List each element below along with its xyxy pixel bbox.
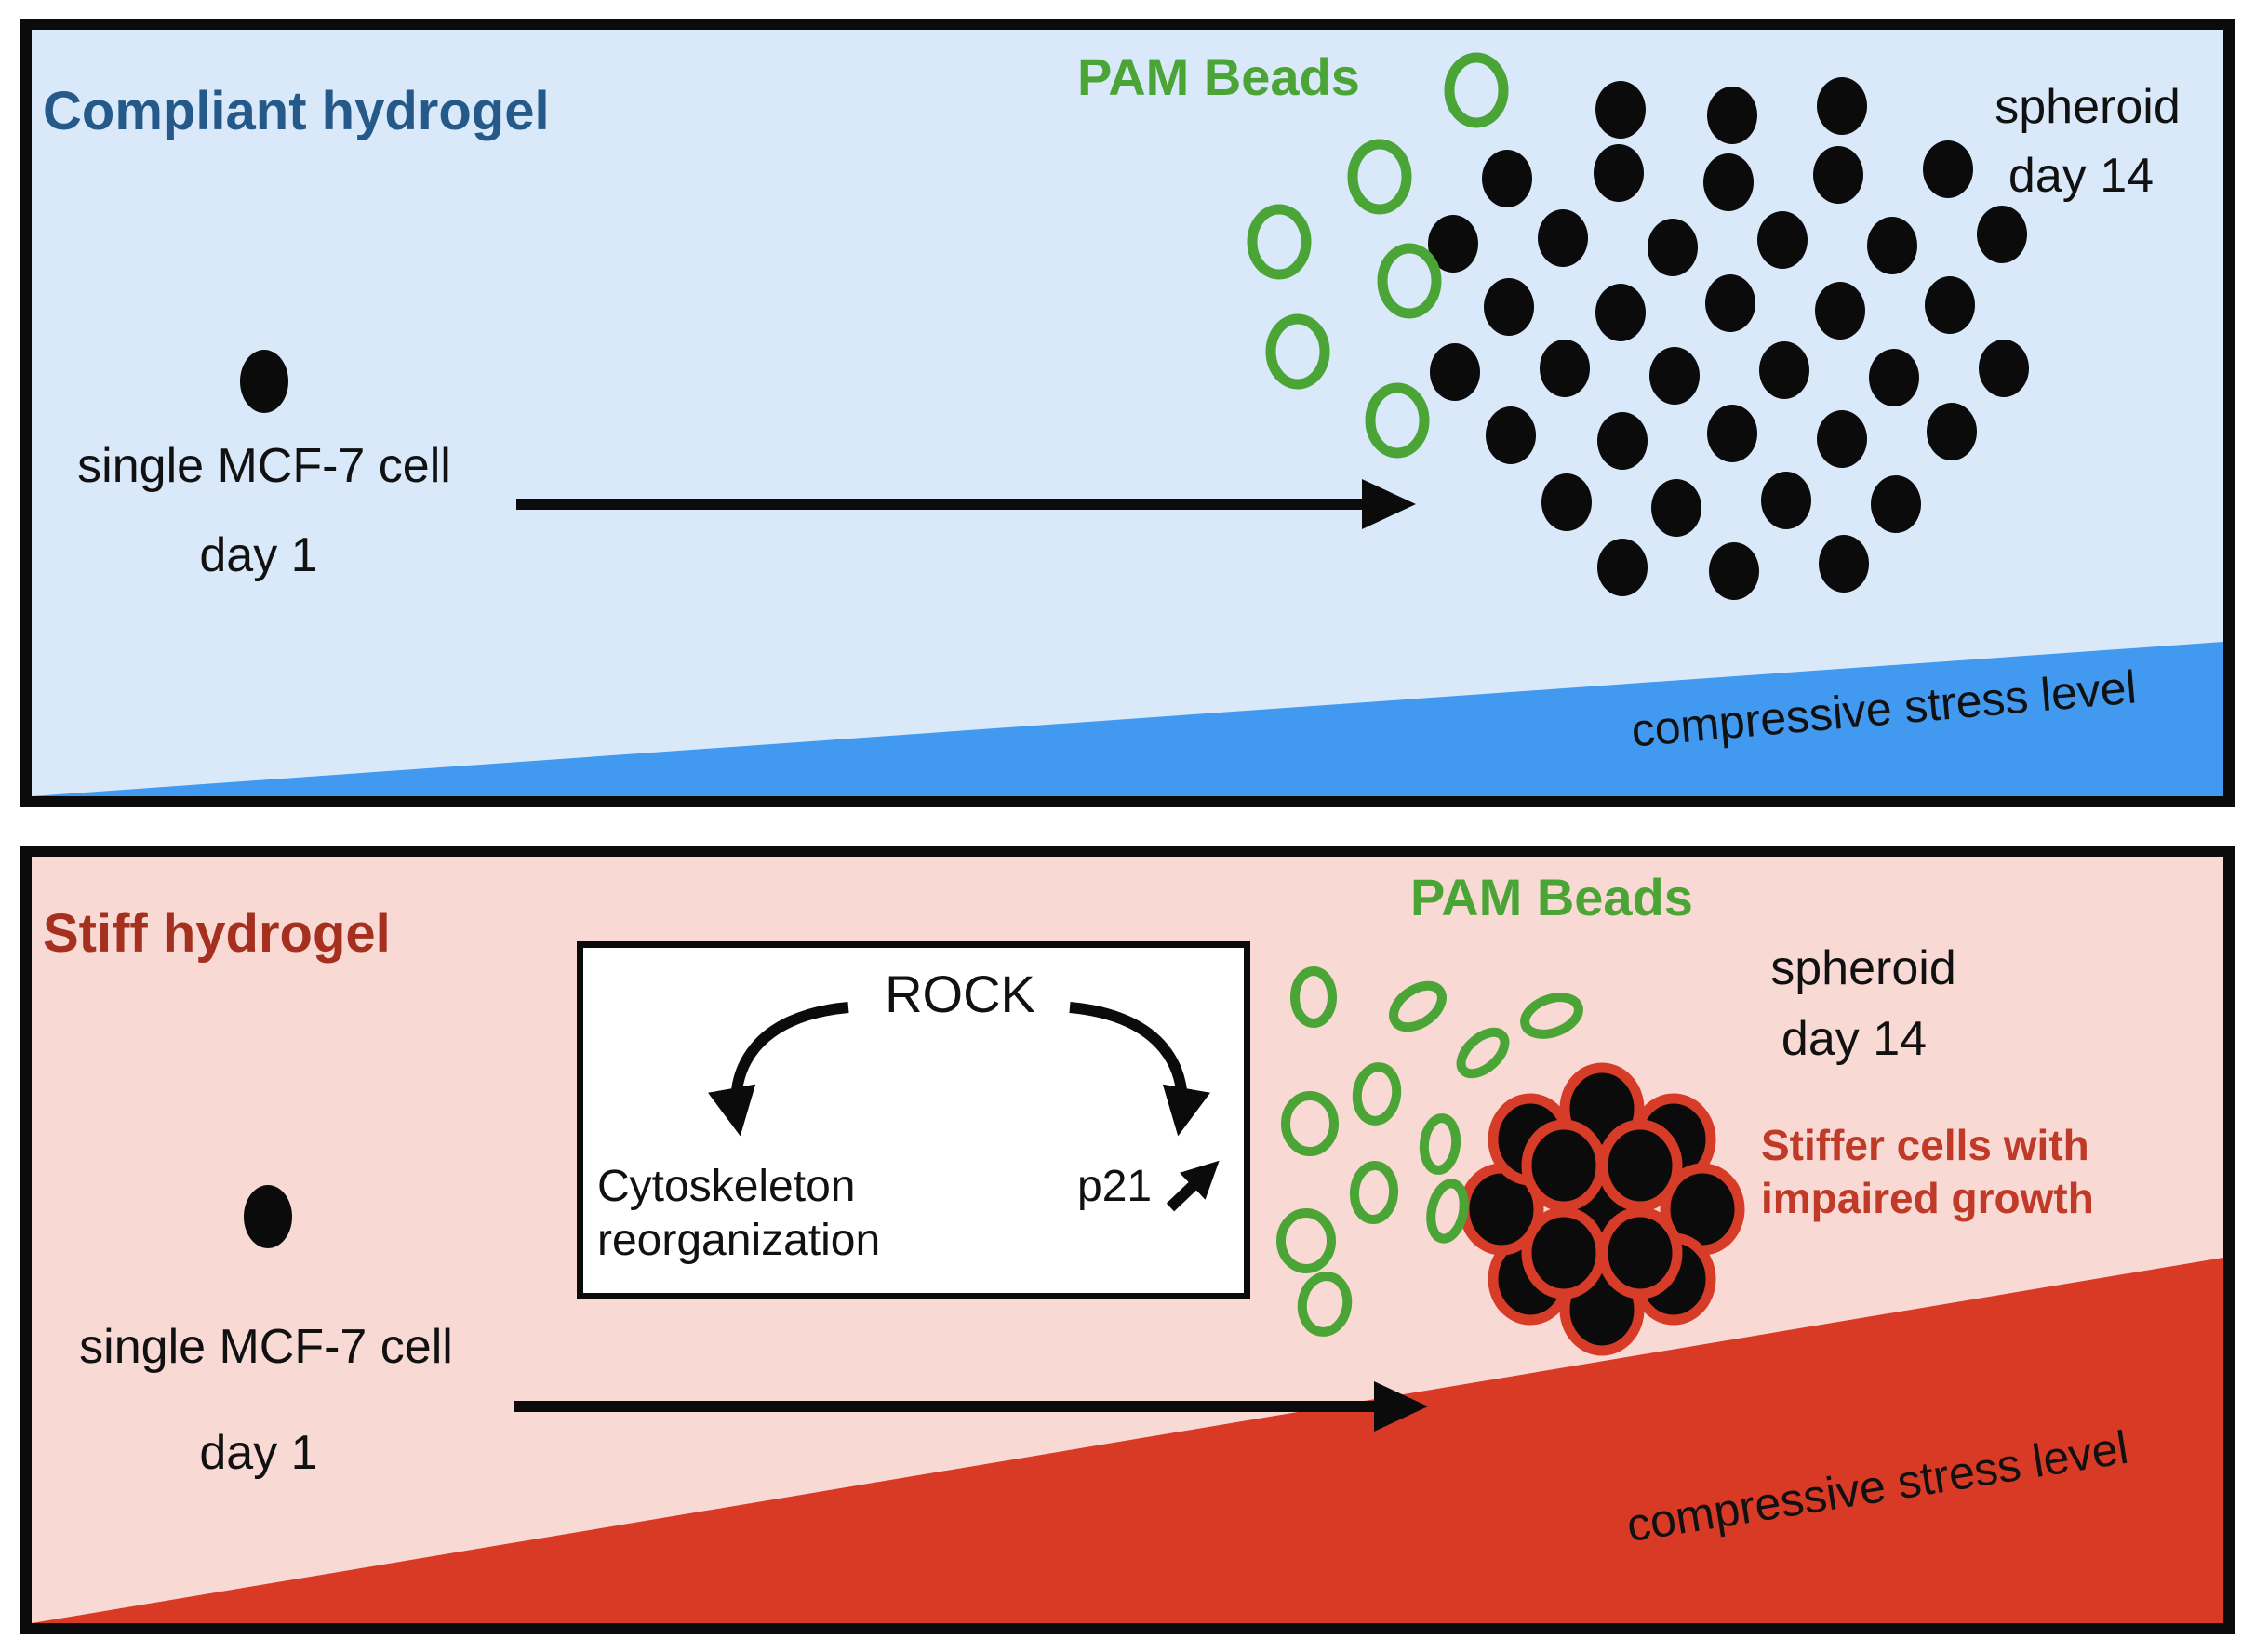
spheroid-cell <box>1484 278 1534 336</box>
spheroid-cell <box>1867 217 1917 274</box>
top-cell-label-line1: single MCF-7 cell <box>77 439 451 493</box>
bottom-spheroid-label-line1: spheroid <box>1770 941 1956 995</box>
single-mcf7-cell <box>244 1185 292 1248</box>
spheroid-cell <box>1538 209 1588 267</box>
bottom-cell-label-line2: day 1 <box>199 1426 318 1480</box>
single-mcf7-cell <box>240 350 288 413</box>
bottom-panel-title: Stiff hydrogel <box>43 903 391 964</box>
pam-bead <box>1444 52 1509 128</box>
pam-bead <box>1377 243 1442 319</box>
spheroid-cell <box>1541 473 1592 531</box>
pam-bead-compressed <box>1520 993 1583 1039</box>
spheroid-cell <box>1705 274 1755 332</box>
pam-bead-compressed <box>1352 1062 1402 1126</box>
spheroid-cell <box>1594 144 1644 202</box>
pam-bead-compressed <box>1276 1208 1336 1273</box>
p21-label: p21 <box>1077 1162 1153 1211</box>
pam-bead <box>1365 382 1430 459</box>
top-spheroid-label-line1: spheroid <box>1995 80 2181 134</box>
spheroid-cell <box>1486 406 1536 464</box>
spheroid-cell <box>1757 211 1808 269</box>
timeline-arrow-top <box>516 479 1416 529</box>
pam-bead <box>1347 139 1412 215</box>
pam-bead-compressed <box>1456 1027 1510 1079</box>
spheroid-cell <box>1871 475 1921 533</box>
compressive-stress-wedge-top <box>32 642 2223 796</box>
spheroid-cell <box>1597 539 1648 596</box>
spheroid-cell <box>1703 153 1754 211</box>
pam-bead <box>1265 313 1330 390</box>
stiffer-cells-label-line1: Stiffer cells with <box>1761 1121 2089 1169</box>
bottom-spheroid-label-line2: day 14 <box>1781 1012 1928 1066</box>
stiff-spheroid-cell <box>1597 1119 1683 1212</box>
cytoskeleton-label-line1: Cytoskeleton <box>597 1162 856 1211</box>
cytoskeleton-label-line2: reorganization <box>597 1216 881 1265</box>
spheroid-cell <box>1869 349 1919 406</box>
spheroid-cell <box>1927 403 1977 460</box>
spheroid-cell <box>1649 347 1700 405</box>
pam-bead-compressed <box>1297 1272 1353 1337</box>
spheroid-cell <box>1977 206 2027 263</box>
spheroid-cell <box>1707 87 1757 144</box>
spheroid-cell <box>1923 140 1973 198</box>
top-spheroid-label-line2: day 14 <box>2008 149 2155 203</box>
pam-bead-compressed <box>1349 1161 1399 1224</box>
spheroid-cell <box>1597 412 1648 470</box>
spheroid-cell <box>1817 410 1867 468</box>
stiffer-cells-label-line2: impaired growth <box>1761 1174 2094 1222</box>
pam-bead-compressed <box>1389 980 1447 1032</box>
spheroid-cell <box>1482 150 1532 207</box>
spheroid-cell <box>1759 341 1809 399</box>
pam-bead-compressed <box>1290 966 1337 1028</box>
rock-to-p21-arrow <box>1069 1002 1210 1137</box>
bottom-pam-beads-label: PAM Beads <box>1410 868 1693 926</box>
stiff-spheroid-cell <box>1521 1206 1607 1299</box>
spheroid-cell <box>1651 479 1701 537</box>
stiff-spheroid-cell <box>1597 1206 1683 1299</box>
spheroid-cell <box>1540 340 1590 397</box>
top-pam-beads-label: PAM Beads <box>1077 47 1360 106</box>
spheroid-cell <box>1595 284 1646 341</box>
timeline-arrow-bottom <box>514 1381 1428 1432</box>
spheroid-cell <box>1979 340 2029 397</box>
spheroid-cell <box>1648 219 1698 276</box>
spheroid-cell <box>1925 276 1975 334</box>
pam-bead <box>1247 204 1312 280</box>
spheroid-cell <box>1761 472 1811 529</box>
spheroid-cell <box>1430 343 1480 401</box>
spheroid-cell <box>1709 542 1759 600</box>
spheroid-cell <box>1428 215 1478 273</box>
pam-bead-compressed <box>1419 1113 1461 1175</box>
pam-bead-compressed <box>1426 1179 1469 1244</box>
top-panel-title: Compliant hydrogel <box>43 81 550 141</box>
top-cell-label-line2: day 1 <box>199 528 318 582</box>
stiff-spheroid-cell <box>1521 1119 1607 1212</box>
increase-arrow-icon <box>1166 1160 1220 1212</box>
spheroid-cell <box>1707 405 1757 462</box>
compressive-stress-wedge-bottom <box>32 1258 2223 1623</box>
spheroid-cell <box>1815 282 1865 340</box>
rock-to-cytoskeleton-arrow <box>708 1002 849 1137</box>
pam-bead-compressed <box>1281 1091 1339 1156</box>
bottom-cell-label-line1: single MCF-7 cell <box>79 1320 453 1374</box>
spheroid-cell <box>1595 81 1646 139</box>
rock-label: ROCK <box>885 965 1035 1023</box>
spheroid-cell <box>1813 146 1863 204</box>
spheroid-cell <box>1817 77 1867 135</box>
spheroid-cell <box>1819 535 1869 593</box>
rock-signaling-box <box>577 941 1250 1299</box>
